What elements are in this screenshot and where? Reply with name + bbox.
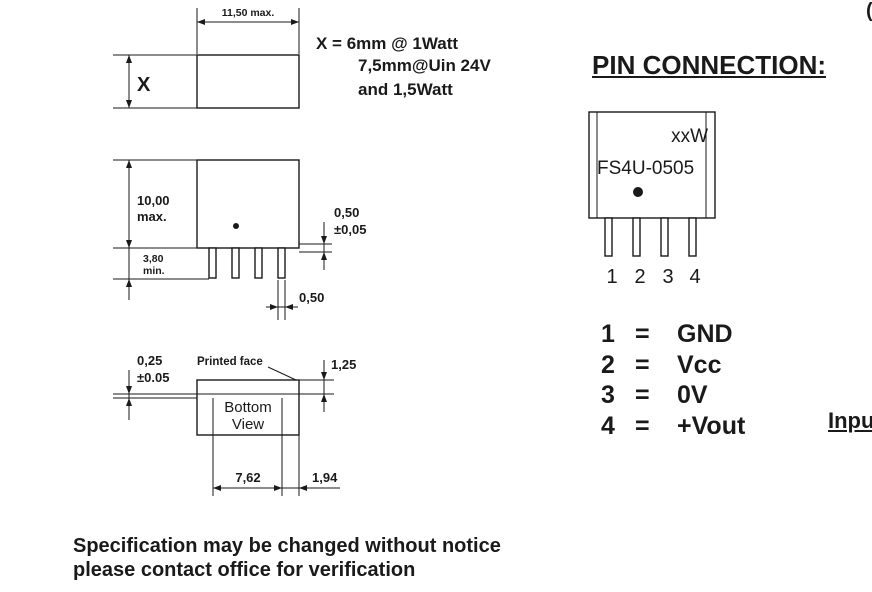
pin-name: GND [677, 320, 733, 348]
x-dimension-label: X [137, 74, 151, 96]
pin-number-3: 3 [662, 266, 673, 288]
pin-name: +Vout [677, 411, 746, 440]
pin-eq: = [635, 411, 650, 440]
pin-connection-title: PIN CONNECTION: [592, 50, 826, 80]
pin-name: 0V [677, 381, 708, 409]
side-view: 10,00 max. 3,80 min. 0,50 ±0,05 0,50 [113, 159, 366, 320]
height-label-line1: 10,00 [137, 193, 170, 208]
package-model-label: FS4U-0505 [597, 158, 694, 179]
bottom-view-line1: Bottom [224, 399, 272, 416]
bottom-view-line2: View [232, 416, 264, 433]
pin-num: 1 [601, 320, 615, 348]
pin-number-4: 4 [689, 266, 700, 288]
pin-width-label: 0,50 [299, 290, 324, 305]
pin-list: 1 = GND 2 = Vcc 3 = 0V 4 = +Vout [601, 319, 745, 441]
pin-thickness-line1: 0,50 [334, 205, 359, 220]
pin-length-line1: 3,80 [143, 253, 164, 265]
footer-notice: Specification may be changed without not… [73, 534, 501, 582]
edge-label: 1,94 [312, 470, 338, 485]
pcb-tolerance-line1: 0,25 [137, 353, 162, 368]
offset-label: 1,25 [331, 357, 356, 372]
pin-length-line2: min. [143, 265, 165, 277]
pin-name: Vcc [677, 350, 722, 379]
pin-eq: = [635, 350, 650, 379]
x-note-line1: X = 6mm @ 1Watt [316, 34, 458, 53]
pin-num: 3 [601, 381, 615, 409]
pitch-label: 7,62 [235, 470, 260, 485]
pcb-tolerance-line2: ±0.05 [137, 370, 169, 385]
package-power-label: xxW [671, 126, 708, 147]
pin-number-2: 2 [634, 266, 645, 288]
footer-line1: Specification may be changed without not… [73, 535, 501, 557]
x-note-line2: 7,5mm@Uin 24V [358, 56, 491, 75]
top-right-fragment: ( [866, 0, 872, 23]
pin-num: 4 [601, 411, 615, 440]
bottom-view: 0,25 ±0.05 Printed face 1,25 Bottom View… [113, 353, 356, 496]
package-front-view: xxW FS4U-0505 1 2 3 4 [588, 111, 716, 288]
top-width-label: 11,50 max. [222, 7, 275, 19]
height-label-line2: max. [137, 209, 167, 224]
input-heading-cut: Inpu [828, 408, 872, 433]
pin-num: 2 [601, 350, 615, 379]
pin-row: 3 = 0V [601, 380, 745, 411]
pin-row: 4 = +Vout [601, 411, 745, 442]
footer-line2: please contact office for verification [73, 559, 416, 581]
x-note-line3: and 1,5Watt [358, 80, 453, 99]
pin-number-1: 1 [606, 266, 617, 288]
top-view: 11,50 max. X X = 6mm @ 1Watt 7,5mm@Uin 2… [113, 7, 491, 109]
pin-eq: = [635, 320, 650, 348]
pin-row: 2 = Vcc [601, 350, 745, 381]
pin-row: 1 = GND [601, 319, 745, 350]
pin-eq: = [635, 381, 650, 409]
printed-face-label: Printed face [197, 356, 263, 368]
pin-thickness-line2: ±0,05 [334, 222, 366, 237]
